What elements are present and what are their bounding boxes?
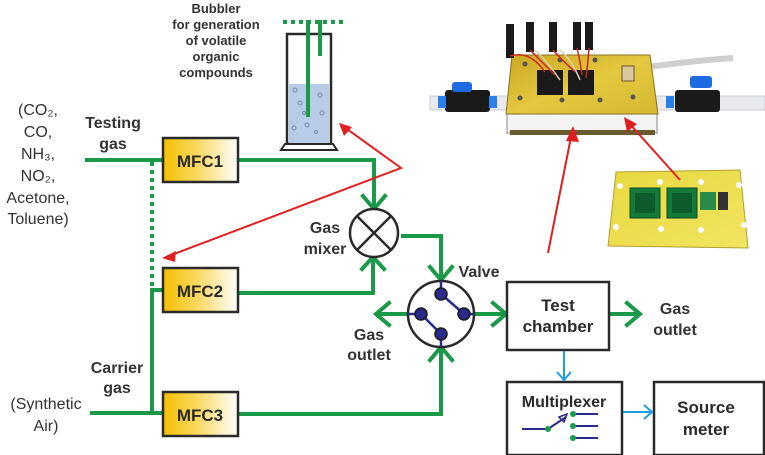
left-valve — [438, 82, 497, 112]
gas-mixer — [348, 207, 400, 259]
mfc2-to-mixer-line — [238, 257, 375, 295]
testing-gas-title-2: gas — [99, 136, 127, 153]
multiplexer-box: Multiplexer — [505, 380, 624, 455]
carrier-gas-title-1: Carrier — [91, 360, 143, 377]
arrowhead-chamber-outlet — [624, 300, 644, 328]
mfc1-label: MFC1 — [177, 152, 223, 171]
species-line-6: Toluene) — [7, 211, 68, 228]
carrier-gas-title-2: gas — [103, 380, 131, 397]
species-line-1: (CO₂, — [18, 102, 58, 119]
mfc3-label: MFC3 — [177, 406, 223, 425]
switch-icon — [522, 411, 598, 441]
arrowhead-valve-outlet — [372, 300, 392, 328]
bubbler-caption-5: compounds — [179, 65, 253, 80]
arrowhead-meter — [643, 404, 654, 420]
right-valve — [666, 76, 720, 112]
mixer-label-1: Gas — [310, 220, 340, 237]
bubbler-base — [279, 143, 339, 151]
ribbon-cable — [639, 55, 734, 71]
bubbler-caption-1: Bubbler — [191, 1, 240, 16]
test-chamber-line-2: chamber — [523, 317, 594, 336]
bubbler-caption-3: of volatile — [186, 33, 247, 48]
signal-lines — [556, 351, 654, 420]
bubbler — [279, 20, 347, 151]
chamber-photo-annotation — [547, 131, 573, 254]
valve — [406, 279, 476, 349]
mfc2-box: MFC2 — [161, 266, 240, 314]
valve-outlet-label-1: Gas — [354, 327, 384, 344]
arrowhead-mux — [556, 371, 572, 382]
test-chamber-box: Test chamber — [505, 280, 611, 352]
testing-gas-title-1: Testing — [85, 115, 141, 132]
species-line-5: Acetone, — [6, 190, 69, 207]
valve-ports — [414, 287, 471, 341]
test-chamber-photo — [429, 22, 765, 135]
sensor-adapter — [700, 192, 716, 210]
source-meter-line-1: Source — [677, 398, 735, 417]
gas-lines — [85, 158, 640, 416]
species-line-2: CO, — [24, 124, 52, 141]
chamber-outlet-label-1: Gas — [660, 301, 690, 318]
connector — [621, 65, 635, 82]
carrier-trunk-line — [150, 288, 163, 413]
testing-gas-species: (CO₂, CO, NH₃, NO₂, Acetone, Toluene) — [6, 102, 69, 228]
board-photo-annotation — [627, 121, 681, 181]
mfc1-to-mixer-line — [238, 158, 376, 208]
species-line-3: NH₃, — [21, 146, 55, 163]
carrier-species-1: (Synthetic — [10, 396, 81, 413]
mfc3-box: MFC3 — [161, 390, 240, 438]
mfc2-label: MFC2 — [177, 282, 223, 301]
bubbler-caption-2: for generation — [172, 17, 259, 32]
mount-holes — [613, 179, 747, 233]
mfc1-box: MFC1 — [161, 136, 240, 184]
chamber-base — [510, 130, 655, 135]
test-chamber-line-1: Test — [541, 296, 575, 315]
bubbler-caption: Bubbler for generation of volatile organ… — [172, 1, 259, 80]
mixer-label-2: mixer — [304, 241, 347, 258]
bubbles — [291, 87, 325, 134]
sensor-board-photo — [607, 169, 749, 249]
sensor-wires — [506, 22, 593, 81]
socket-1 — [537, 70, 563, 95]
socket-2 — [568, 70, 594, 95]
bubbler-caption-4: organic — [193, 49, 240, 64]
source-meter-box: Source meter — [652, 380, 765, 455]
species-line-4: NO₂, — [21, 168, 56, 185]
carrier-species-2: Air) — [34, 418, 59, 435]
mixer-to-valve-line — [401, 234, 443, 279]
valve-outlet-label-2: outlet — [347, 347, 391, 364]
multiplexer-label: Multiplexer — [522, 394, 606, 411]
annotation-arrowheads — [162, 117, 637, 262]
valve-label: Valve — [459, 264, 500, 281]
dotted-to-bubbler-annotation — [165, 123, 404, 258]
pin-header — [718, 192, 728, 210]
annotation-arrows — [165, 121, 681, 258]
mfc3-to-valve-line — [238, 347, 443, 416]
chamber-outlet-label-2: outlet — [653, 322, 697, 339]
source-meter-line-2: meter — [683, 420, 730, 439]
